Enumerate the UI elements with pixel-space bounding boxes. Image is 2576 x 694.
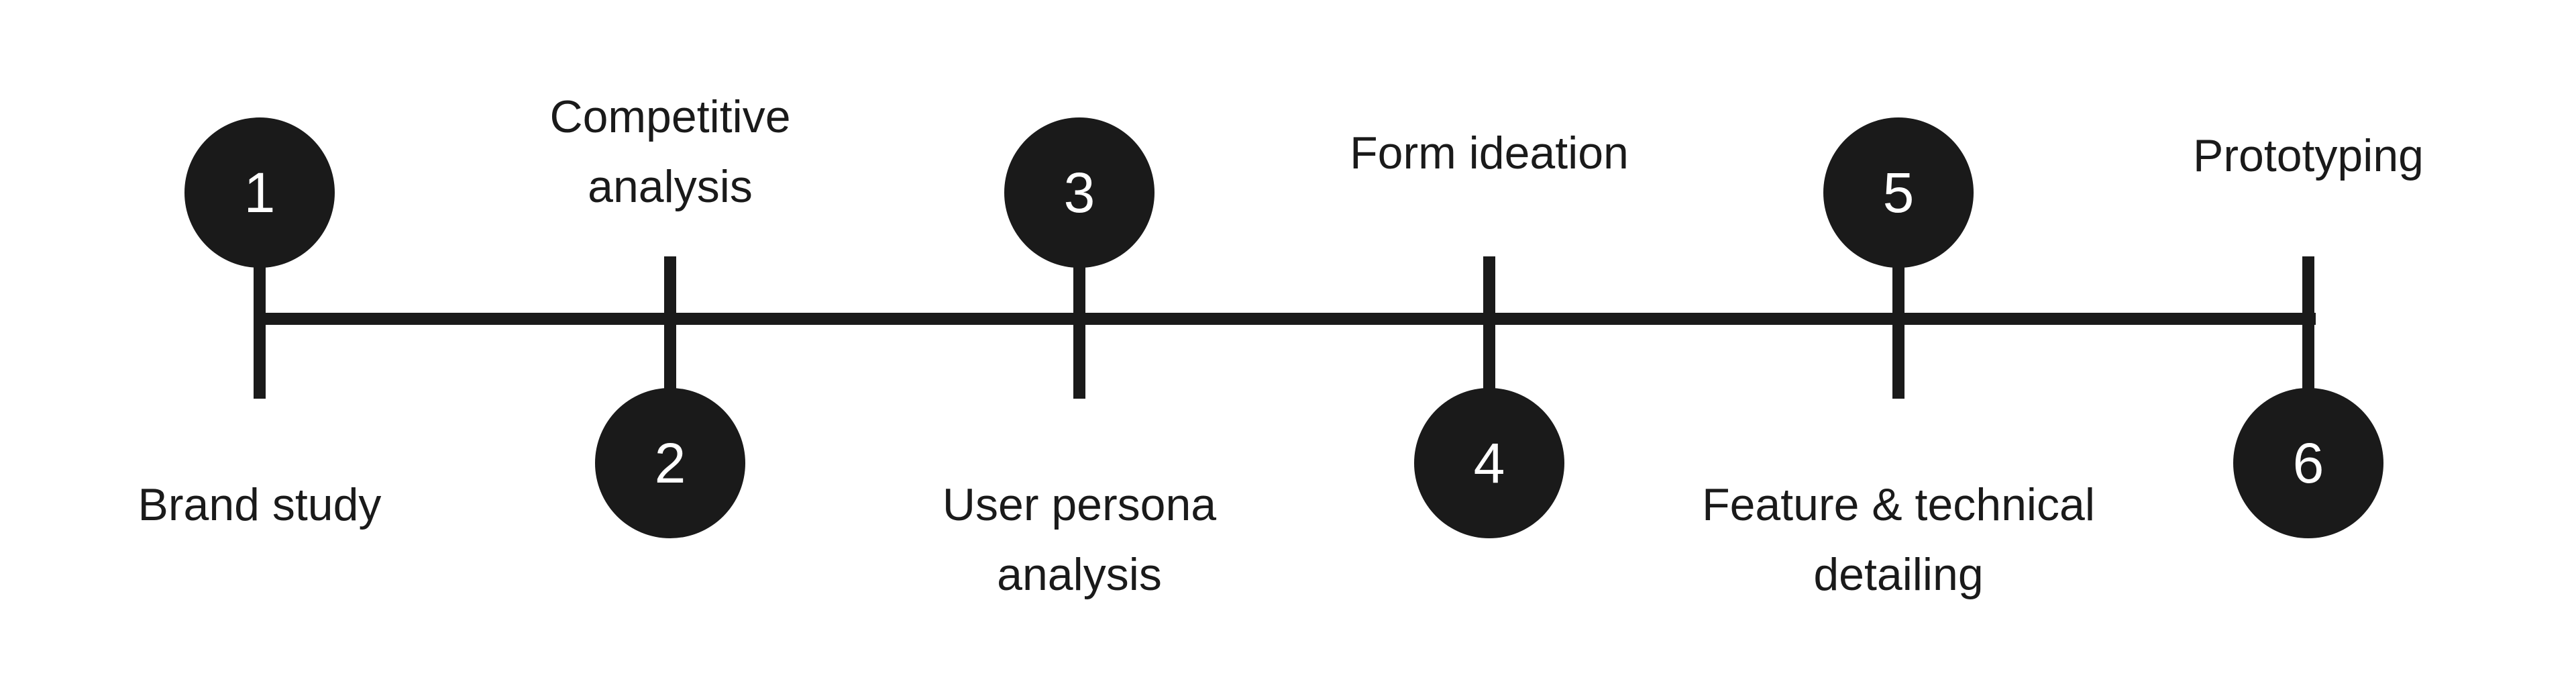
- step-5-circle: 5: [1823, 117, 1974, 268]
- step-2-label-line-1: Competitive: [549, 91, 791, 142]
- step-1-label: Brand study: [58, 470, 461, 540]
- step-2-tick: [664, 256, 676, 399]
- step-2-circle: 2: [595, 388, 745, 538]
- step-4-number: 4: [1473, 432, 1505, 495]
- step-4-tick: [1483, 256, 1495, 399]
- step-5-tick: [1892, 256, 1904, 399]
- step-4-circle: 4: [1414, 388, 1564, 538]
- step-1-circle: 1: [184, 117, 335, 268]
- step-6-label: Prototyping: [2107, 121, 2510, 191]
- step-2-number: 2: [654, 432, 686, 495]
- step-6-number: 6: [2292, 432, 2324, 495]
- step-3-label: User persona analysis: [878, 470, 1281, 609]
- step-3-label-line-2: analysis: [997, 549, 1162, 600]
- step-1-tick: [254, 256, 266, 399]
- step-5-label-line-2: detailing: [1813, 549, 1984, 600]
- step-2-label-line-2: analysis: [588, 161, 753, 212]
- step-2-label: Competitive analysis: [469, 82, 871, 221]
- step-5-number: 5: [1882, 161, 1915, 224]
- step-5-label-line-1: Feature & technical: [1702, 479, 2095, 530]
- step-3-label-line-1: User persona: [942, 479, 1217, 530]
- step-3-circle: 3: [1004, 117, 1155, 268]
- step-1-label-line-1: Brand study: [138, 479, 382, 530]
- step-6-label-line-1: Prototyping: [2193, 130, 2424, 181]
- step-4-label: Form ideation: [1288, 118, 1690, 188]
- step-3-tick: [1073, 256, 1085, 399]
- timeline-axis-line: [258, 313, 2316, 325]
- step-4-label-line-1: Form ideation: [1350, 128, 1629, 179]
- step-1-number: 1: [244, 161, 276, 224]
- step-3-number: 3: [1063, 161, 1095, 224]
- step-6-tick: [2302, 256, 2314, 399]
- step-6-circle: 6: [2233, 388, 2383, 538]
- step-5-label: Feature & technical detailing: [1697, 470, 2100, 609]
